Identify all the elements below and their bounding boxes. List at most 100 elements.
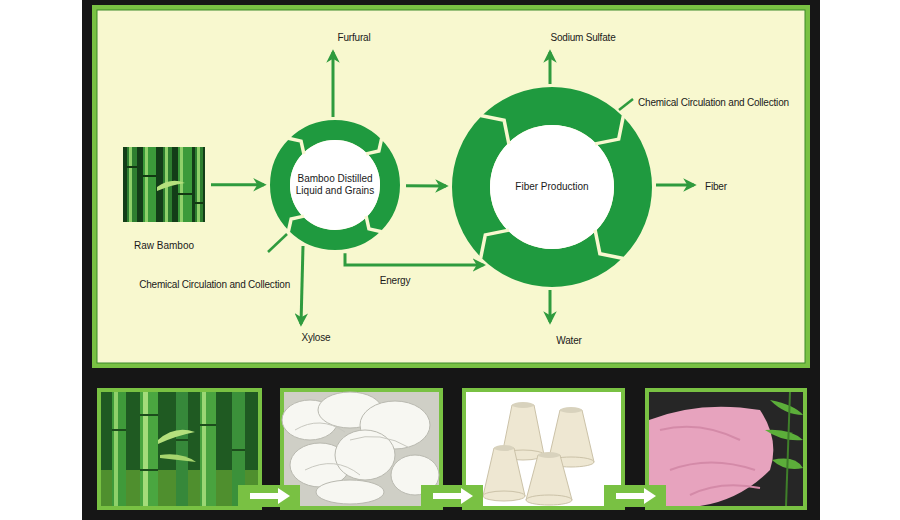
output-label: Sodium Sulfate <box>550 32 615 44</box>
ring-gap <box>288 138 304 154</box>
flow-arrow <box>406 184 446 187</box>
output-label: Chemical Circulation and Collection <box>638 97 789 109</box>
yarn-photo <box>494 445 514 451</box>
bamboo-photo <box>200 424 216 426</box>
node-text: Fiber Production <box>497 181 607 193</box>
fiber-photo <box>316 480 384 504</box>
step-arrow <box>604 485 666 507</box>
fabric-photo <box>645 388 807 510</box>
ring-band <box>471 106 633 268</box>
ring-gap <box>595 230 623 258</box>
fiber-photo <box>295 423 345 432</box>
bamboo-photo <box>112 392 126 506</box>
step-arrow <box>238 485 666 507</box>
bamboo-stalk <box>178 147 192 222</box>
output-label: Chemical Circulation and Collection <box>139 279 290 291</box>
fabric-photo <box>786 392 790 506</box>
photo-node: Raw Bamboo <box>123 147 205 222</box>
yarn-photo <box>462 388 625 510</box>
ring-gap <box>481 116 509 144</box>
ring-gap <box>481 230 509 258</box>
panel-frame <box>92 5 810 368</box>
output-arrow <box>549 52 552 84</box>
ring-gap <box>366 216 382 232</box>
bamboo-joint <box>195 202 203 204</box>
process-ring: Fiber Production <box>452 87 652 287</box>
edge-label: Energy <box>380 275 411 287</box>
yarn-photo <box>466 392 621 506</box>
bamboo-stalk <box>143 147 156 222</box>
bamboo-photo <box>232 449 245 451</box>
bamboo-stalk <box>127 147 137 222</box>
yarn-photo <box>526 495 572 505</box>
bamboo-stalk <box>195 147 203 222</box>
yarn-photo <box>512 402 534 408</box>
ring-gap <box>366 138 382 154</box>
output-label: Fiber <box>705 181 727 193</box>
output-arrow <box>549 290 552 322</box>
bamboo-photo <box>114 392 118 506</box>
ring-gap <box>595 116 623 144</box>
yarn-photo <box>462 388 625 510</box>
ring-gap <box>288 216 304 232</box>
fabric-photo <box>765 400 803 469</box>
bamboo-photo <box>112 429 126 431</box>
photo-ground <box>123 147 205 222</box>
output-label: Water <box>556 335 581 347</box>
bamboo-photo <box>97 388 262 510</box>
ring-band <box>280 130 390 240</box>
output-arrow <box>656 184 694 187</box>
ring-text-holder: Fiber Production <box>452 87 652 287</box>
fiber-photo <box>305 464 360 475</box>
leader-line <box>268 234 287 252</box>
bamboo-photo <box>123 147 205 222</box>
yarn-photo <box>560 407 582 413</box>
bamboo-shine <box>129 147 132 222</box>
fiber-photo <box>335 430 395 480</box>
fiber-photo <box>295 423 410 475</box>
bamboo-joint <box>178 193 192 195</box>
flow-arrow <box>211 183 264 186</box>
step-arrow <box>616 488 656 504</box>
ring-text-holder: Bamboo Distilled Liquid and Grains <box>270 120 400 250</box>
fiber-photo <box>280 388 443 510</box>
bamboo-shine <box>197 147 200 222</box>
step-arrow <box>250 488 290 504</box>
bamboo-photo <box>112 415 245 470</box>
bamboo-photo <box>97 388 262 510</box>
step-arrow <box>421 485 483 507</box>
bamboo-photo <box>202 392 206 506</box>
bamboo-photo <box>158 430 195 444</box>
bamboo-photo <box>143 392 148 506</box>
fiber-photo <box>350 436 410 448</box>
yarn-photo <box>494 402 582 458</box>
step-arrow <box>433 488 473 504</box>
yarn-photo <box>526 455 572 500</box>
node-caption: Raw Bamboo <box>134 240 194 252</box>
fabric-photo <box>660 427 760 495</box>
yarn-photo <box>538 452 560 458</box>
bamboo-photo <box>101 392 258 506</box>
bamboo-photo <box>140 392 158 506</box>
output-arrow <box>301 246 303 324</box>
fabric-photo <box>645 388 807 510</box>
fiber-photo <box>282 392 439 504</box>
panel-ground <box>97 10 805 363</box>
bamboo-joint <box>143 175 156 177</box>
bamboo-leaf <box>157 181 185 191</box>
output-label: Xylose <box>302 332 331 344</box>
bamboo-photo <box>176 439 188 441</box>
dark-ground <box>82 0 820 520</box>
fabric-photo <box>770 400 803 415</box>
bamboo-joint <box>127 166 137 168</box>
node-text: Bamboo Distilled Liquid and Grains <box>294 173 376 197</box>
leader-line <box>619 99 633 110</box>
yarn-photo <box>483 491 525 501</box>
fabric-photo <box>765 430 803 441</box>
fabric-photo <box>649 392 803 506</box>
yarn-photo <box>483 405 594 505</box>
yarn-photo <box>483 448 525 496</box>
